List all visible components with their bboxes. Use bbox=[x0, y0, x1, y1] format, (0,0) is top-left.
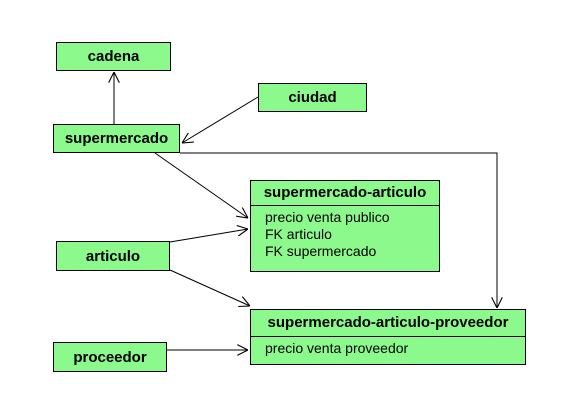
entity-cadena[interactable]: cadena bbox=[56, 42, 171, 71]
entity-cadena-label: cadena bbox=[87, 48, 140, 65]
entity-supermercado-articulo-attributes: precio venta publico FK articulo FK supe… bbox=[251, 206, 439, 260]
entity-supermercado-articulo-proveedor-attributes: precio venta proveedor bbox=[251, 337, 525, 357]
entity-proceedor-label: proceedor bbox=[73, 348, 147, 366]
attribute-fk-supermercado: FK supermercado bbox=[265, 243, 377, 259]
entity-supermercado-articulo-proveedor[interactable]: supermercado-articulo-proveedor precio v… bbox=[250, 309, 526, 365]
entity-articulo-label: articulo bbox=[85, 247, 141, 265]
entity-supermercado-articulo[interactable]: supermercado-articulo precio venta publi… bbox=[250, 180, 440, 272]
entity-supermercado-articulo-proveedor-title: supermercado-articulo-proveedor bbox=[251, 310, 525, 337]
attribute-precio-venta-publico: precio venta publico bbox=[265, 209, 390, 225]
entity-ciudad[interactable]: ciudad bbox=[258, 83, 367, 112]
arrow-articulo-to-supermercado-articulo-proveedor bbox=[169, 269, 250, 306]
attribute-fk-articulo: FK articulo bbox=[265, 226, 332, 242]
entity-articulo[interactable]: articulo bbox=[56, 241, 170, 271]
arrow-supermercado-to-supermercado-articulo-proveedor bbox=[180, 152, 497, 308]
arrow-ciudad-to-supermercado bbox=[182, 96, 259, 143]
entity-proceedor[interactable]: proceedor bbox=[53, 342, 167, 372]
arrow-supermercado-to-supermercado-articulo bbox=[154, 152, 248, 218]
entity-supermercado[interactable]: supermercado bbox=[53, 124, 180, 153]
entity-supermercado-articulo-title: supermercado-articulo bbox=[251, 181, 439, 206]
arrow-articulo-to-supermercado-articulo bbox=[169, 229, 248, 243]
entity-ciudad-label: ciudad bbox=[288, 89, 337, 106]
entity-supermercado-label: supermercado bbox=[64, 130, 169, 147]
attribute-precio-venta-proveedor: precio venta proveedor bbox=[265, 340, 409, 356]
